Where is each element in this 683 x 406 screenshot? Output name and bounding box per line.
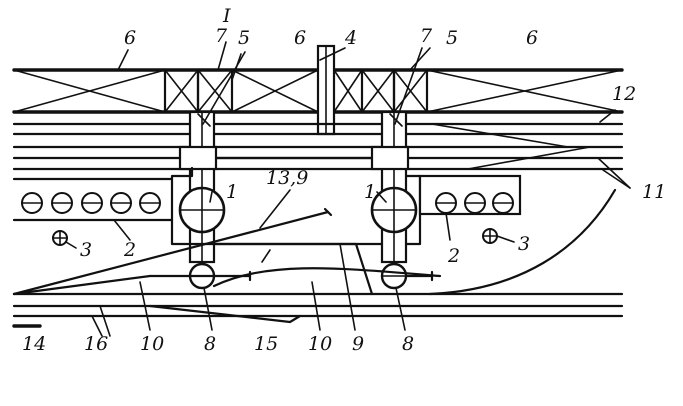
label-5-right: 5 xyxy=(446,27,458,49)
label-6-right: 6 xyxy=(526,27,538,49)
label-13-9: 13,9 xyxy=(266,167,308,189)
label-10-left: 10 xyxy=(140,333,164,355)
frame-diagonal xyxy=(333,69,363,113)
marker-left xyxy=(52,230,68,246)
label-3-right: 3 xyxy=(518,233,530,255)
label-12: 12 xyxy=(612,83,636,105)
label-2-left: 2 xyxy=(123,239,136,261)
crossover xyxy=(467,146,591,170)
label-9: 9 xyxy=(352,333,364,355)
crossover xyxy=(431,123,569,148)
label-10-right: 10 xyxy=(308,333,332,355)
label-14: 14 xyxy=(22,333,46,355)
label-1-right: 1 xyxy=(364,181,376,203)
label-4: 4 xyxy=(344,27,357,49)
leader-lines xyxy=(65,41,631,337)
label-7-left: 7 xyxy=(215,25,228,47)
braced-panels-right xyxy=(360,68,429,114)
label-6-left: 6 xyxy=(124,27,136,49)
label-8-right: 8 xyxy=(402,333,414,355)
label-15: 15 xyxy=(254,333,278,355)
lower-tracks xyxy=(12,188,624,328)
label-8-left: 8 xyxy=(204,333,216,355)
roller-row-left xyxy=(12,192,174,222)
frame-diagonal xyxy=(426,69,623,113)
label-7-right: 7 xyxy=(420,25,433,47)
label-1-left: 1 xyxy=(226,181,238,203)
frame-diagonal xyxy=(231,69,319,113)
label-5-left: 5 xyxy=(238,27,250,49)
label-2-right: 2 xyxy=(447,245,460,267)
label-3-left: 3 xyxy=(80,239,92,261)
roller-row-right xyxy=(435,192,514,214)
right-carriage xyxy=(370,110,522,290)
figure-title: I xyxy=(222,5,231,27)
label-11: 11 xyxy=(642,181,666,203)
left-carriage xyxy=(170,110,422,290)
label-16: 16 xyxy=(84,333,108,355)
label-6-middle: 6 xyxy=(294,27,306,49)
marker-right xyxy=(482,228,498,244)
frame-diagonal xyxy=(13,69,166,113)
figure-labels: I 6 7 5 6 4 7 5 6 12 11 13,9 1 1 2 2 3 3… xyxy=(22,5,666,355)
braced-panels-left xyxy=(163,68,234,114)
